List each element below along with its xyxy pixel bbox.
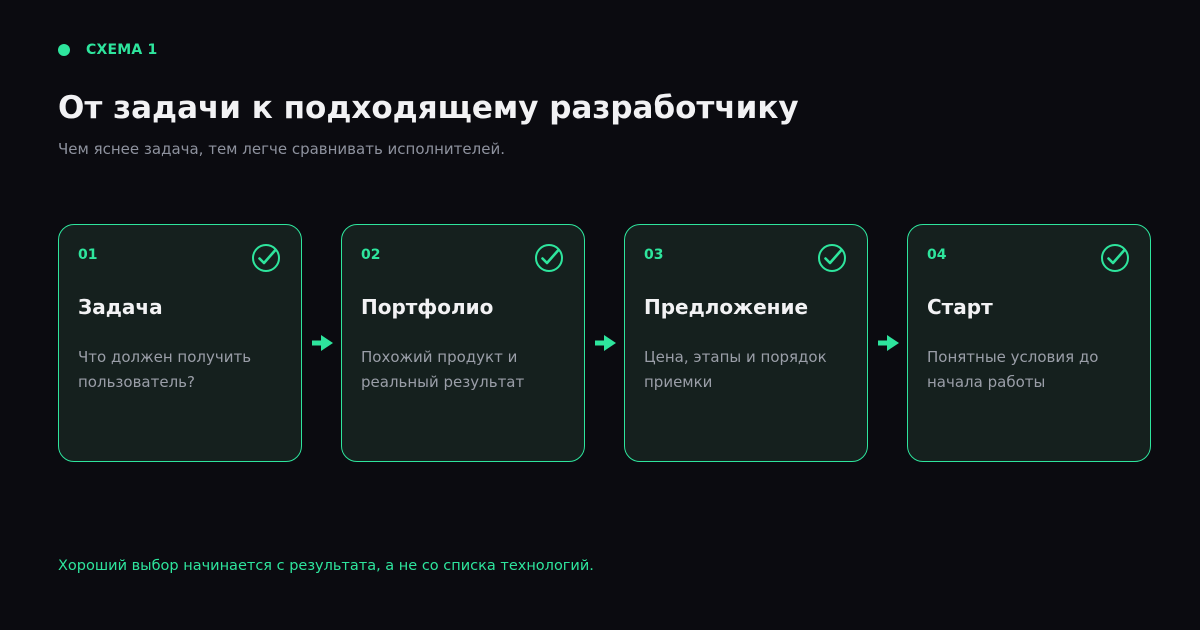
step-description: Цена, этапы и порядок приемки xyxy=(644,348,827,391)
step-title: Задача xyxy=(78,295,163,319)
step-card-3: 03 Предложение Цена, этапы и порядок при… xyxy=(624,224,868,462)
step-title: Старт xyxy=(927,295,993,319)
footer-note: Хороший выбор начинается с результата, а… xyxy=(58,558,594,574)
step-description: Понятные условия до начала работы xyxy=(927,348,1099,391)
step-number: 03 xyxy=(644,247,664,263)
eyebrow-label: СХЕМА 1 xyxy=(86,42,158,58)
step-card-1: 01 Задача Что должен получить пользовате… xyxy=(58,224,302,462)
check-circle-icon xyxy=(1101,244,1129,272)
eyebrow-dot-icon xyxy=(58,44,70,56)
step-number: 02 xyxy=(361,247,381,263)
step-description: Похожий продукт и реальный результат xyxy=(361,348,525,391)
check-circle-icon xyxy=(252,244,280,272)
check-circle-icon xyxy=(535,244,563,272)
arrow-right-icon xyxy=(595,335,616,351)
eyebrow: СХЕМА 1 xyxy=(58,41,157,59)
step-title: Предложение xyxy=(644,295,809,319)
step-number: 01 xyxy=(78,247,98,263)
step-description: Что должен получить пользователь? xyxy=(78,348,252,391)
step-card-2: 02 Портфолио Похожий продукт и реальный … xyxy=(341,224,585,462)
page-title: От задачи к подходящему разработчику xyxy=(58,90,799,126)
check-circle-icon xyxy=(818,244,846,272)
page-subtitle: Чем яснее задача, тем легче сравнивать и… xyxy=(58,140,505,158)
arrow-right-icon xyxy=(878,335,899,351)
arrow-right-icon xyxy=(312,335,333,351)
step-card-4: 04 Старт Понятные условия до начала рабо… xyxy=(907,224,1151,462)
step-title: Портфолио xyxy=(361,295,494,319)
step-number: 04 xyxy=(927,247,947,263)
